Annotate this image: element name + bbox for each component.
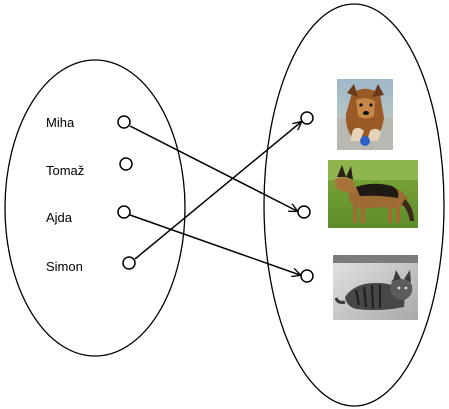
codomain-dot-dog [300,111,314,125]
dog-photo [337,79,393,150]
codomain-set-ellipse [263,3,445,407]
codomain-dot-shepherd [297,205,311,219]
arrow-ajda-to-cat [129,214,300,275]
domain-dot-ajda [117,205,131,219]
name-label-tomaz: Tomaž [46,163,84,178]
domain-dot-miha [117,115,131,129]
german-shepherd-photo [328,160,418,228]
name-label-miha: Miha [46,115,75,130]
arrow-simon-to-dog [134,122,301,260]
domain-dot-simon [122,256,136,270]
name-label-ajda: Ajda [46,210,73,225]
name-label-simon: Simon [46,259,83,274]
domain-set-ellipse [4,59,186,357]
cat-photo [333,255,418,320]
codomain-dot-cat [300,269,314,283]
domain-dot-tomaz [119,157,133,171]
arrow-miha-to-shepherd [129,125,297,211]
